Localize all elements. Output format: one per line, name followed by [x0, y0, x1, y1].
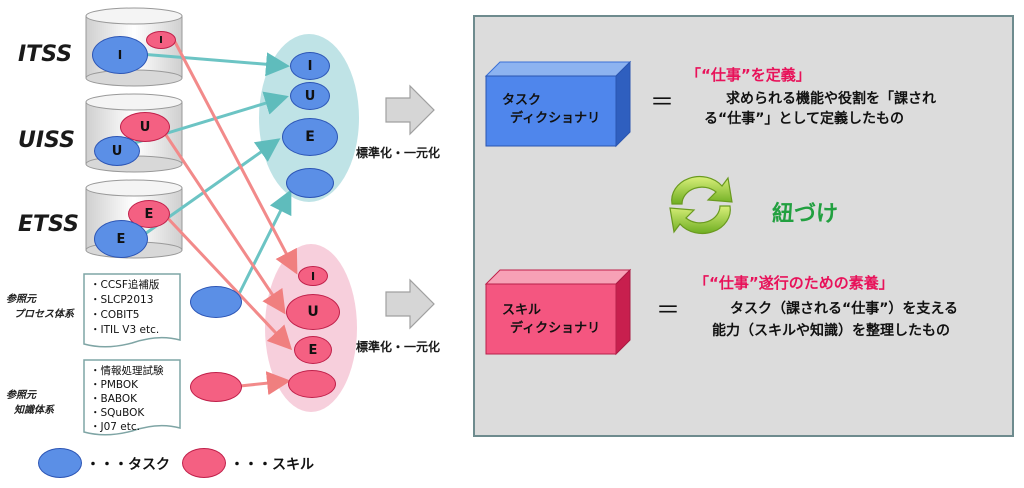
task-dictionary-box-text: タスク ディクショナリ — [502, 92, 600, 128]
task-group-empty — [286, 168, 334, 198]
reference-knowledge-label-line2: 知識体系 — [14, 405, 54, 416]
skill-dictionary-desc-line2: 能力（スキルや知識）を整理したもの — [712, 323, 950, 339]
arrow-knowledge-skill — [239, 371, 291, 396]
skill-equals: ＝ — [656, 296, 680, 324]
standardize-arrow-top — [385, 84, 435, 136]
skill-group-u: U — [286, 294, 340, 330]
uiss-skill-letter: U — [139, 119, 151, 135]
skill-dictionary-box-line2: ディクショナリ — [510, 321, 601, 336]
uiss-task-ellipse: U — [94, 136, 140, 166]
task-dictionary-box-line2: ディクショナリ — [510, 111, 601, 126]
knowledge-skill-ellipse — [190, 372, 242, 402]
task-group-u-letter: U — [304, 88, 316, 104]
skill-dictionary-box — [484, 268, 632, 356]
skill-group-e-letter: E — [308, 342, 318, 358]
list-item: ・BABOK — [90, 393, 138, 405]
skill-group-empty — [288, 370, 336, 398]
reference-process-label: 参照元 プロセス体系 — [6, 292, 74, 322]
skill-dictionary-box-line1: スキル — [502, 303, 542, 318]
standardize-label-bottom: 標準化・一元化 — [356, 340, 441, 354]
etss-task-letter: E — [116, 231, 126, 247]
doc-process-shape — [83, 273, 181, 348]
task-dictionary-desc-line1: 求められる機能や役割を「課され — [726, 91, 936, 107]
itss-task-ellipse: I — [92, 36, 148, 74]
task-group-e-letter: E — [305, 129, 315, 145]
itss-skill-ellipse: I — [146, 31, 176, 49]
task-dictionary-box-line1: タスク — [502, 93, 542, 108]
doc-knowledge-shape — [83, 359, 181, 436]
skill-dictionary-heading: 「“仕事”遂行のための素養」 — [694, 274, 894, 292]
arrow-itss-task — [139, 52, 290, 77]
itss-label: ITSS — [18, 42, 73, 67]
skill-group-i-letter: I — [310, 269, 316, 283]
task-group-i-letter: I — [307, 58, 313, 74]
reference-process-list: ・CCSF追補版 ・SLCP2013 ・COBIT5 ・ITIL V3 etc. — [90, 278, 159, 338]
reference-knowledge-label-line1: 参照元 — [6, 390, 36, 401]
list-item: ・ITIL V3 etc. — [90, 324, 160, 336]
uiss-task-letter: U — [111, 143, 123, 159]
legend-task-label: ・・・タスク — [86, 457, 170, 473]
standardize-arrow-bottom — [385, 278, 435, 330]
etss-label: ETSS — [18, 212, 79, 237]
legend-task-swatch — [38, 448, 82, 478]
task-equals: ＝ — [650, 88, 674, 116]
list-item: ・SLCP2013 — [90, 294, 154, 306]
standardize-label-top: 標準化・一元化 — [356, 146, 441, 160]
list-item: ・CCSF追補版 — [90, 279, 160, 291]
list-item: ・情報処理試験 — [90, 365, 164, 377]
arrow-itss-skill — [172, 39, 298, 275]
skill-dictionary-desc-line1: タスク（課される“仕事”）を支える — [730, 301, 958, 317]
task-dictionary-box — [484, 60, 632, 148]
arrow-process-task — [234, 189, 292, 301]
skill-group-u-letter: U — [307, 304, 319, 320]
uiss-label: UISS — [18, 128, 75, 153]
itss-skill-letter: I — [159, 34, 163, 46]
task-group-e: E — [282, 118, 338, 156]
itss-task-letter: I — [117, 48, 123, 62]
skill-group-i: I — [298, 266, 328, 286]
reference-knowledge-list: ・情報処理試験 ・PMBOK ・BABOK ・SQuBOK ・J07 etc. — [90, 364, 164, 434]
legend-skill-label: ・・・スキル — [230, 457, 314, 473]
link-label: 紐づけ — [772, 202, 839, 227]
skill-group-e: E — [294, 336, 332, 364]
task-group-u: U — [290, 82, 330, 110]
list-item: ・PMBOK — [90, 379, 139, 391]
reference-process-label-line2: プロセス体系 — [14, 309, 74, 320]
sync-icon — [669, 175, 733, 235]
arrow-uiss-skill — [158, 125, 286, 315]
task-dictionary-heading: 「“仕事”を定義」 — [686, 66, 811, 84]
skill-dictionary-box-text: スキル ディクショナリ — [502, 302, 600, 338]
reference-knowledge-label: 参照元 知識体系 — [6, 388, 54, 418]
list-item: ・COBIT5 — [90, 309, 140, 321]
legend-skill-swatch — [182, 448, 226, 478]
arrow-etss-skill — [160, 210, 293, 351]
task-group-i: I — [290, 52, 330, 80]
task-dictionary-desc-line2: る“仕事”」として定義したもの — [704, 111, 904, 127]
process-task-ellipse — [190, 286, 242, 318]
etss-task-ellipse: E — [94, 220, 148, 258]
list-item: ・SQuBOK — [90, 407, 145, 419]
reference-process-label-line1: 参照元 — [6, 294, 36, 305]
etss-skill-letter: E — [144, 206, 154, 222]
list-item: ・J07 etc. — [90, 421, 140, 433]
